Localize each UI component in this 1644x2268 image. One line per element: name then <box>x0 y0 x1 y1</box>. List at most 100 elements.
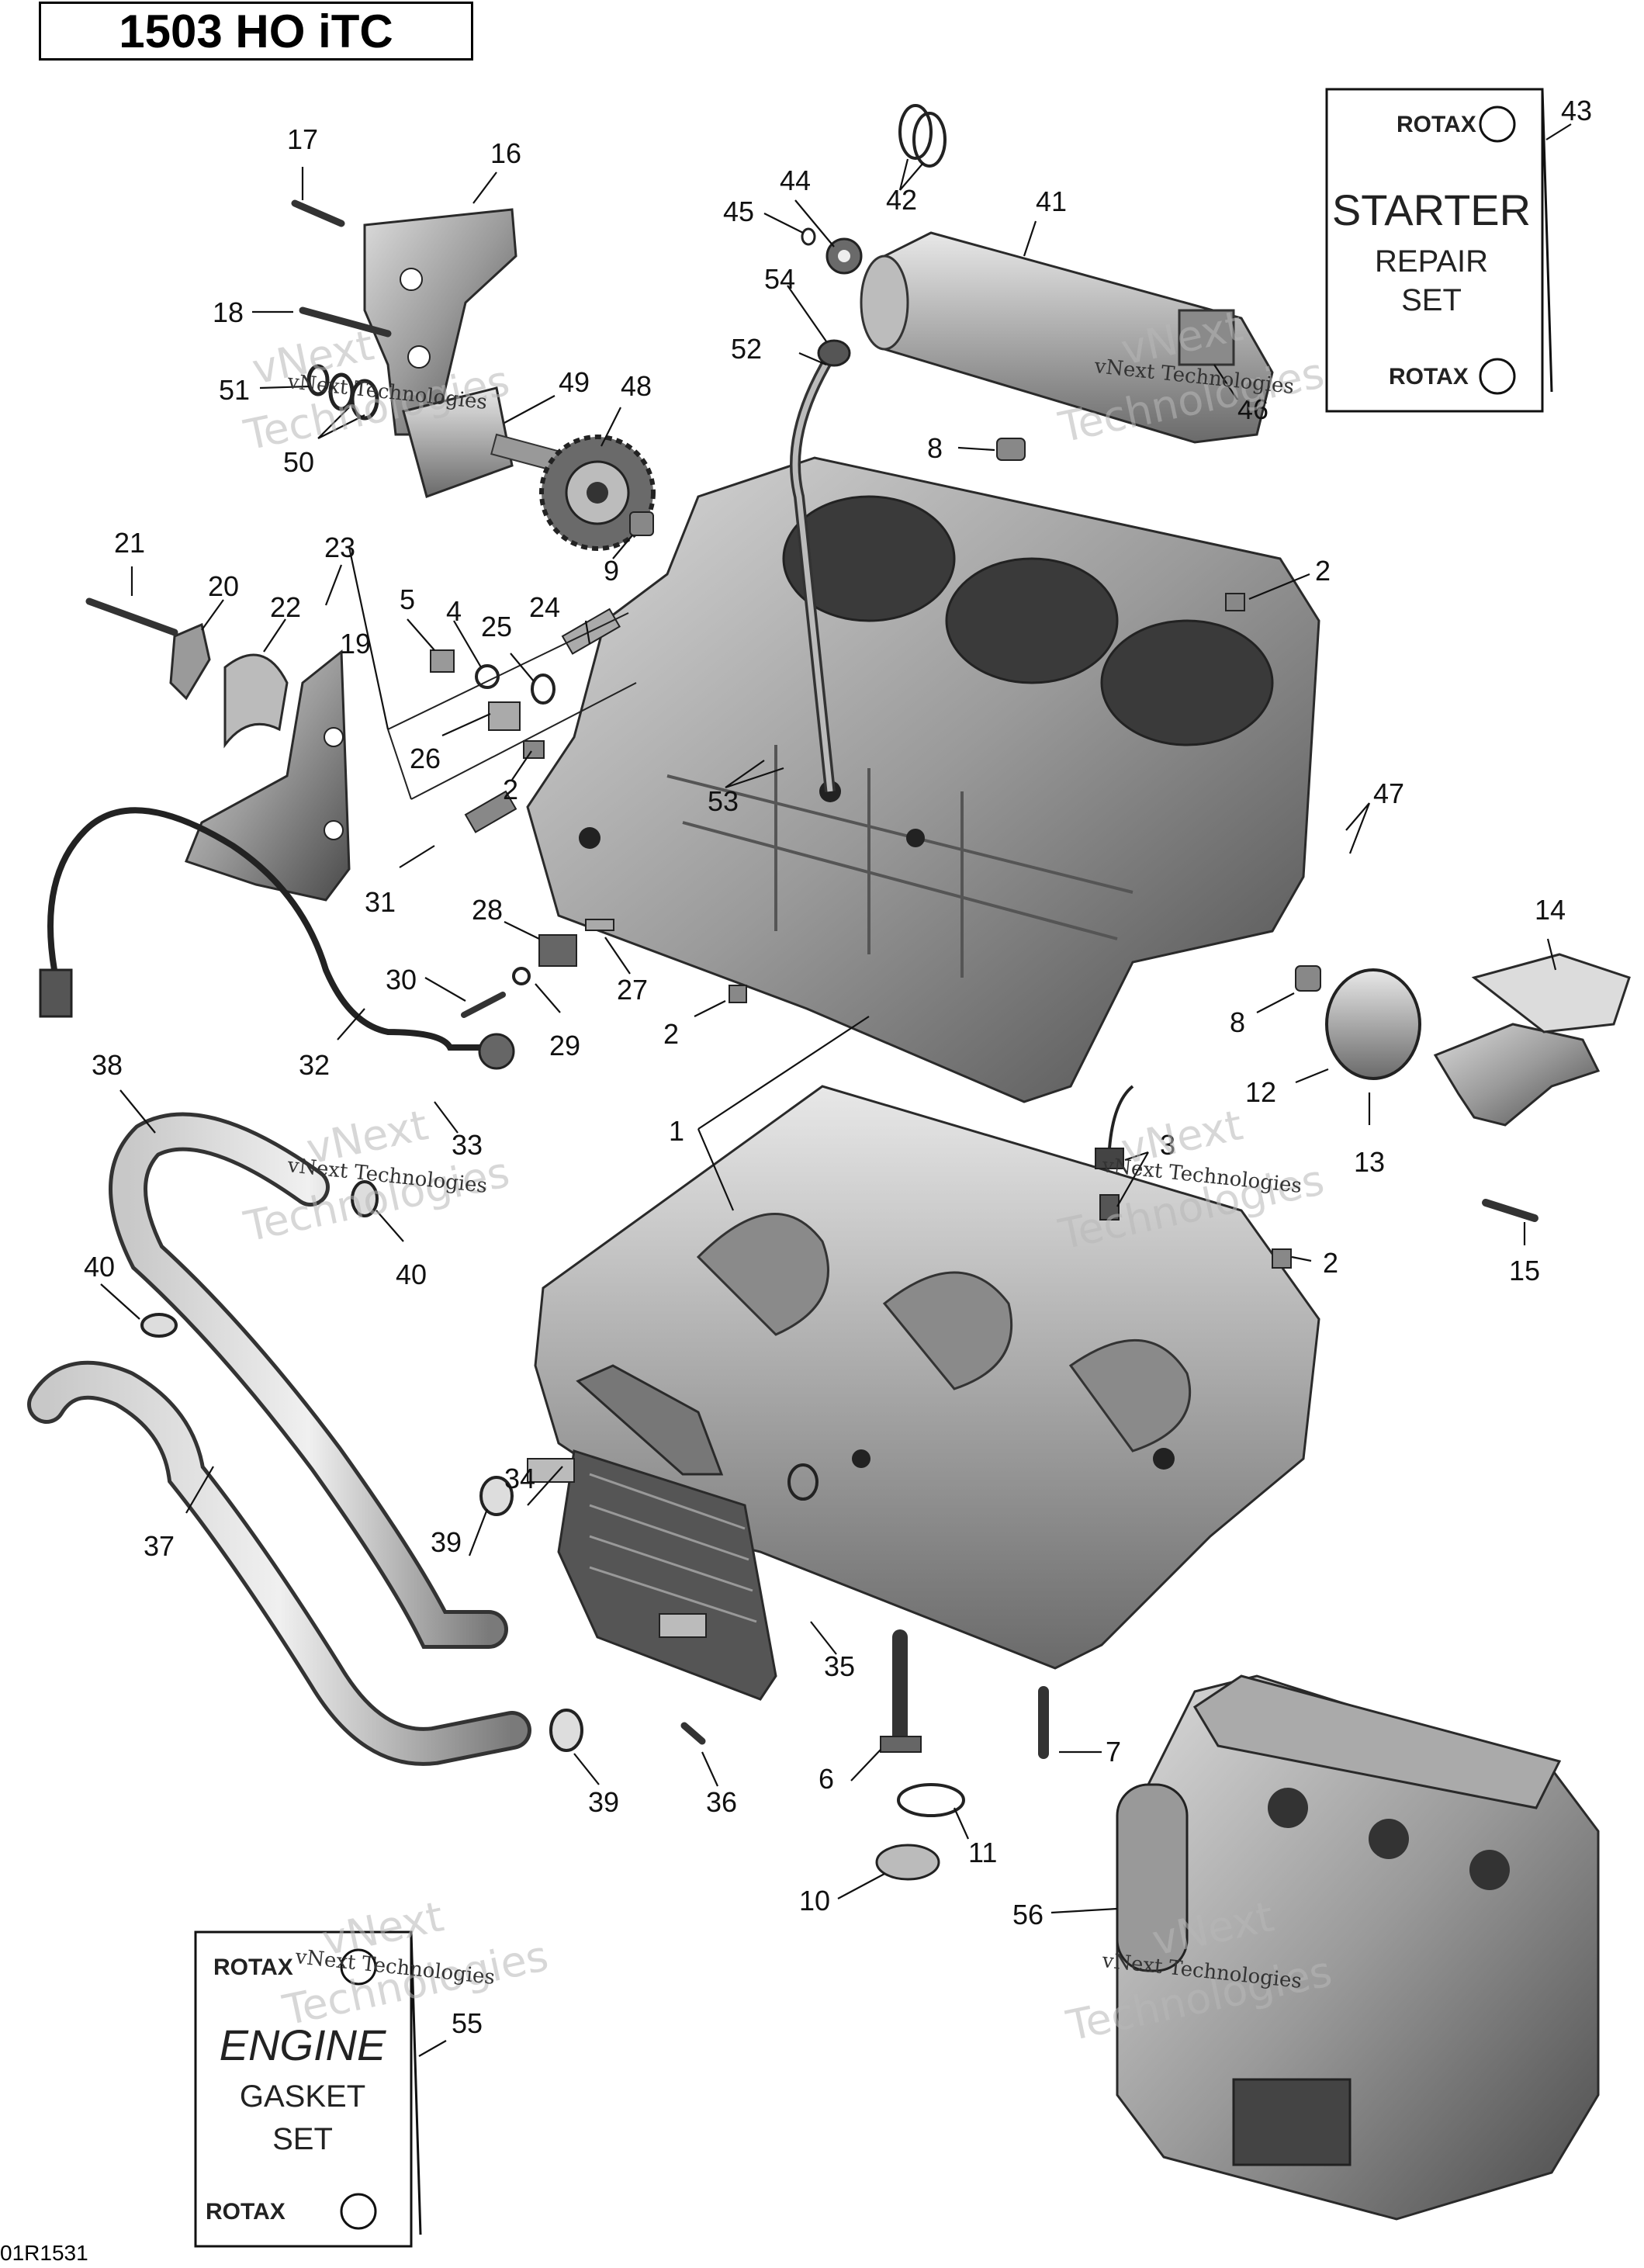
callout-20: 20 <box>208 570 239 602</box>
retaining-rings <box>306 364 379 421</box>
callout-17: 17 <box>287 123 318 155</box>
o-ring-35 <box>787 1463 819 1501</box>
callout-39-lower: 39 <box>588 1786 619 1818</box>
callout-49: 49 <box>559 366 590 398</box>
gasket-line2: GASKET <box>240 2079 365 2114</box>
callout-16: 16 <box>490 137 521 169</box>
balance-shaft <box>402 386 566 498</box>
callout-3: 3 <box>1160 1129 1175 1161</box>
starter-repair-set-card: ROTAX STARTER REPAIR SET ROTAX <box>1325 88 1553 413</box>
callout-56: 56 <box>1012 1899 1044 1930</box>
callout-46: 46 <box>1237 393 1268 425</box>
callout-44: 44 <box>780 164 811 196</box>
callout-39-upper: 39 <box>431 1526 462 1558</box>
callout-31: 31 <box>365 886 396 918</box>
washer <box>801 227 816 246</box>
hose-clamps <box>140 1180 583 1752</box>
callout-36: 36 <box>706 1786 737 1818</box>
engine-gasket-set-card: ROTAX ENGINE GASKET SET ROTAX <box>194 1930 422 2248</box>
callout-4: 4 <box>446 595 462 627</box>
callout-25: 25 <box>481 611 512 642</box>
starter-brand-top: ROTAX <box>1397 112 1476 137</box>
starter-brand-bottom: ROTAX <box>1389 364 1469 390</box>
rotax-emblem-icon <box>340 2193 377 2230</box>
bolt-21 <box>85 597 178 636</box>
rotax-emblem-icon <box>1479 358 1516 395</box>
callout-42: 42 <box>886 184 917 216</box>
o-ring-set <box>898 104 947 168</box>
callout-10: 10 <box>799 1885 830 1917</box>
callout-13: 13 <box>1354 1146 1385 1178</box>
callout-24: 24 <box>529 591 560 623</box>
callout-41: 41 <box>1036 185 1067 217</box>
callout-26: 26 <box>410 743 441 774</box>
starter-line2: REPAIR <box>1375 244 1488 279</box>
starter-line1: STARTER <box>1332 185 1531 234</box>
o-ring-11 <box>897 1783 965 1817</box>
callout-51: 51 <box>219 374 250 406</box>
sensor-harness <box>39 807 515 1070</box>
right-cover-assembly <box>1325 953 1631 1222</box>
dipstick-tube <box>790 339 851 792</box>
callout-12: 12 <box>1245 1076 1276 1108</box>
callout-32: 32 <box>299 1049 330 1081</box>
crankcase-bolts <box>880 1629 1049 1759</box>
complete-engine <box>1116 1674 1600 2221</box>
callout-2-mid: 2 <box>663 1018 679 1050</box>
callout-18: 18 <box>213 296 244 328</box>
callout-45: 45 <box>723 196 754 227</box>
callout-19: 19 <box>340 628 371 660</box>
dowels-and-plugs <box>523 438 1321 1269</box>
callout-40-left: 40 <box>84 1251 115 1283</box>
left-mount-bracket <box>185 649 351 902</box>
clamp-brackets <box>169 622 289 749</box>
callout-33: 33 <box>452 1129 483 1161</box>
leader-lines <box>100 123 1572 2057</box>
callout-50: 50 <box>283 446 314 478</box>
callout-23: 23 <box>324 532 355 563</box>
callout-14: 14 <box>1535 894 1566 926</box>
gasket-brand-top: ROTAX <box>213 1955 293 1980</box>
callout-28: 28 <box>472 894 503 926</box>
coolant-hoses <box>27 1112 531 1766</box>
starter-line3: SET <box>1401 283 1462 317</box>
callout-47: 47 <box>1373 777 1404 809</box>
callout-54: 54 <box>764 263 795 295</box>
callout-2-top: 2 <box>1315 555 1331 587</box>
callout-34: 34 <box>504 1463 535 1494</box>
callout-48: 48 <box>621 370 652 402</box>
callout-37: 37 <box>144 1530 175 1562</box>
callout-11: 11 <box>968 1837 997 1868</box>
gasket-brand-bottom: ROTAX <box>206 2199 286 2225</box>
callout-7: 7 <box>1106 1736 1121 1768</box>
sensor-3 <box>1095 1085 1134 1221</box>
callout-38: 38 <box>92 1049 123 1081</box>
callout-8-upper: 8 <box>927 432 943 464</box>
callout-21: 21 <box>114 527 145 559</box>
oil-cooler <box>527 1364 777 1701</box>
rotax-emblem-icon <box>340 1948 377 1986</box>
callout-15: 15 <box>1509 1255 1540 1286</box>
drawing-code: 01R1531 <box>0 2241 88 2265</box>
hardware-mid-left <box>461 790 614 1018</box>
diagram-title: 1503 HO iTC <box>39 2 473 61</box>
upper-crankcase <box>526 456 1320 1103</box>
callout-55: 55 <box>452 2007 483 2039</box>
callout-9: 9 <box>604 555 619 587</box>
callout-52: 52 <box>731 333 762 365</box>
callout-53: 53 <box>708 785 739 817</box>
callout-22: 22 <box>270 591 301 623</box>
callout-29: 29 <box>549 1030 580 1061</box>
gasket-line1: ENGINE <box>220 2020 386 2069</box>
starter-pinion-gear <box>825 237 863 275</box>
starter-motor <box>860 231 1274 444</box>
callout-27: 27 <box>617 974 648 1006</box>
callout-labels: 17 16 18 51 50 49 48 9 44 45 42 41 54 52… <box>84 95 1592 2039</box>
gasket-line3: SET <box>272 2122 333 2156</box>
callout-40-right: 40 <box>396 1259 427 1290</box>
callout-6: 6 <box>819 1763 834 1795</box>
callout-35: 35 <box>824 1650 855 1682</box>
callout-43: 43 <box>1561 95 1592 126</box>
callout-2-left: 2 <box>503 774 518 805</box>
